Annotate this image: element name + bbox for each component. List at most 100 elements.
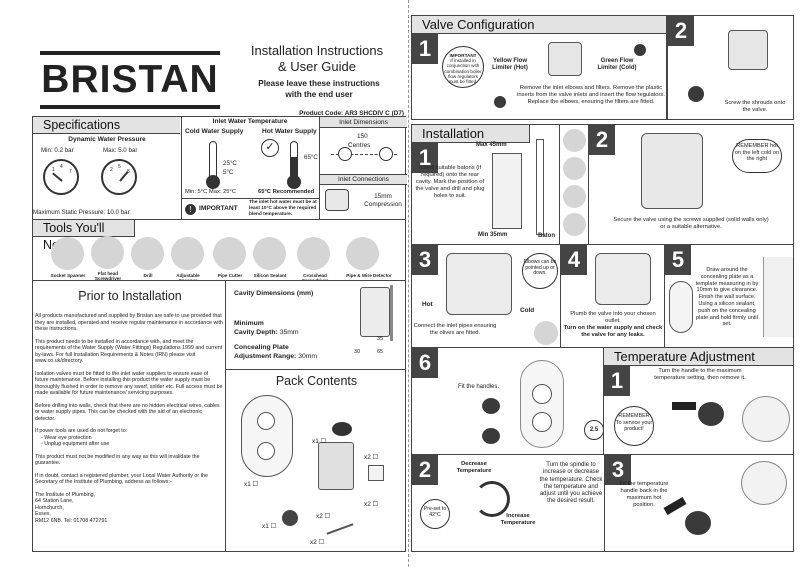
pipe-cutter-icon — [213, 237, 246, 270]
outlet-diagram-icon — [595, 253, 651, 305]
valve-step2-text: Screw the shrouds onto the valve. — [724, 100, 786, 113]
install-step5-text: Draw around the concealing plate as a te… — [695, 267, 759, 328]
yellow-limiter-label: Yellow Flow Limiter (Hot) — [492, 58, 528, 71]
remember-service: REMEMBER To service your product! — [614, 406, 654, 446]
tools-panel: Tools You'll Need Socket Spanner Flat he… — [32, 219, 406, 283]
valve-front-3-icon — [741, 461, 787, 505]
qty-spindle: x1 ☐ — [262, 523, 277, 530]
adjustable-spanner-icon — [171, 237, 204, 270]
temp-step-1-number: 1 — [604, 366, 630, 396]
temp-step3-panel: 3 Fit the temperature handle back in the… — [604, 454, 794, 552]
qty-flow-regulator: x2 ☐ — [364, 501, 379, 508]
temp-step1-text: Turn the handle to the maximum temperatu… — [654, 368, 746, 381]
valve-step1-text: Remove the inlet elbows and filters. Rem… — [517, 85, 665, 105]
pack-header: Pack Contents — [275, 374, 358, 388]
shroud-dark-icon — [688, 86, 704, 102]
install-step2-panel: 2 REMEMBER hot on the left cold on the r… — [588, 124, 794, 245]
cold-range: Min: 5°C Max: 25°C — [185, 189, 237, 195]
install-step3-panel: 3 Elbows can be pointed up or down. Hot … — [411, 244, 561, 348]
install-step-6-number: 6 — [412, 348, 438, 378]
title-block: BRISTAN Installation Instructions & User… — [32, 19, 406, 119]
handles-plate-icon — [520, 360, 564, 448]
flat-screwdriver-icon — [91, 236, 124, 269]
min35-label: Min 35mm — [478, 232, 508, 238]
handle-bottom-icon — [482, 428, 500, 444]
valve-shroud-diagram-icon — [728, 30, 768, 70]
valve-config-panel: Valve Configuration 1 IMPORTANT If insta… — [411, 15, 667, 120]
temp-header: Temperature Adjustment — [604, 348, 793, 366]
socket-spanner-icon — [51, 237, 84, 270]
handle-icon — [332, 422, 352, 436]
cavity-title: Cavity Dimensions (mm) — [234, 290, 314, 297]
cavity-valve-diagram-icon — [360, 287, 390, 337]
dim-30: 30 — [354, 349, 361, 355]
centres-label: Centres — [348, 142, 371, 149]
inlet-left-icon — [338, 147, 352, 161]
important-note: IMPORTANT If installed in conjunction wi… — [442, 46, 484, 88]
valve-body-diagram-icon — [548, 42, 582, 76]
important-icon: ! — [185, 204, 196, 215]
green-limiter-label: Green Flow Limiter (Cold) — [597, 58, 637, 71]
install-header: Installation — [412, 125, 530, 143]
preset-note: Pre-set to 42°C — [420, 499, 450, 529]
inlet-temp-title: Inlet Water Temperature — [212, 118, 288, 125]
prior-header: Prior to Installation — [78, 289, 182, 303]
allen-key-icon: 2.5 — [584, 420, 604, 440]
spindle-icon — [282, 510, 298, 526]
concealing-plate-icon — [241, 395, 293, 477]
temp-step3-text: Fit the temperature handle back in the m… — [619, 481, 669, 508]
install-step4-text: Plumb the valve into your chosen outlet.… — [563, 311, 663, 338]
handle-refit-icon — [685, 511, 711, 535]
crosshead-screwdriver-icon — [297, 237, 330, 270]
install-step1-panel: Installation 1 Max 45mm Install suitable… — [411, 124, 589, 245]
valve-step2-panel: 2 Screw the shrouds onto the valve. — [667, 15, 794, 120]
hot-label: Hot — [422, 301, 433, 308]
temp-step-3-number: 3 — [605, 455, 631, 485]
install-step-4-number: 4 — [561, 245, 587, 275]
min-pressure: Min: 0.2 bar — [41, 147, 74, 154]
drill-tool-icon — [563, 157, 586, 180]
cold-supply-label: Cold Water Supply — [185, 128, 244, 135]
temp-65: 65°C — [304, 154, 318, 161]
cavity-conc: Concealing Plate Adjustment Range: 30mm — [234, 344, 318, 360]
remember-hot-cold: REMEMBER hot on the left cold on the rig… — [732, 139, 782, 173]
check-icon: ✓ — [261, 139, 279, 157]
temp-5: 5°C — [223, 169, 234, 176]
drill-icon — [131, 237, 164, 270]
valve-config-header: Valve Configuration — [412, 16, 666, 34]
install-step-2-number: 2 — [589, 125, 615, 155]
max-static-pressure: Maximum Static Pressure: 10.0 bar — [33, 209, 130, 216]
elbow-left-icon — [494, 96, 506, 108]
important-badge: ! IMPORTANT The inlet hot water must be … — [181, 198, 320, 220]
valve-screw-diagram-icon — [641, 133, 703, 209]
specifications-panel: Specifications Dynamic Water Pressure Mi… — [32, 116, 407, 220]
install-step-3-number: 3 — [412, 245, 438, 275]
wall-plug-icon — [563, 213, 586, 236]
step-2-number: 2 — [668, 16, 694, 46]
dim-35: 35 — [377, 336, 384, 342]
screws-icon — [326, 523, 354, 535]
pipes-diagram-icon — [446, 253, 512, 315]
hot-recommended: 65°C Recommended — [258, 189, 315, 195]
pack-panel: Pack Contents x1 ☐ x1 ☐ x2 ☐ x2 ☐ x1 ☐ x… — [225, 369, 406, 552]
install-step2-text: Secure the valve using the screws suppli… — [613, 217, 769, 230]
doc-subtitle: Please leave these instructions with the… — [258, 79, 380, 99]
install-step1-text: Install suitable batons (if required) on… — [415, 165, 485, 199]
install-step-5-number: 5 — [665, 245, 691, 275]
install-step5-panel: 5 Draw around the concealing plate as a … — [664, 244, 794, 348]
max-pressure: Max: 5.0 bar — [103, 147, 138, 154]
dim-150: 150 — [357, 133, 368, 140]
dim-65: 65 — [377, 349, 384, 355]
product-code: Product Code: AR3 SHCDIV C (D7) — [299, 110, 404, 117]
inlet-dims-header: Inlet Dimensions — [320, 117, 407, 128]
max45-label: Max 45mm — [476, 142, 507, 148]
cavity-min: Minimum Cavity Depth: 35mm — [234, 320, 299, 336]
valve-body-icon — [318, 442, 354, 490]
inlet-right-icon — [379, 147, 393, 161]
compression-fitting-icon — [325, 189, 349, 211]
temp-step2-panel: 2 Decrease Temperature Increase Temperat… — [411, 454, 605, 552]
decrease-label: Decrease Temperature — [456, 461, 492, 474]
tools-header: Tools You'll Need — [33, 220, 135, 252]
qty-screws: x2 ☐ — [310, 539, 325, 546]
centre-fold — [408, 0, 409, 567]
